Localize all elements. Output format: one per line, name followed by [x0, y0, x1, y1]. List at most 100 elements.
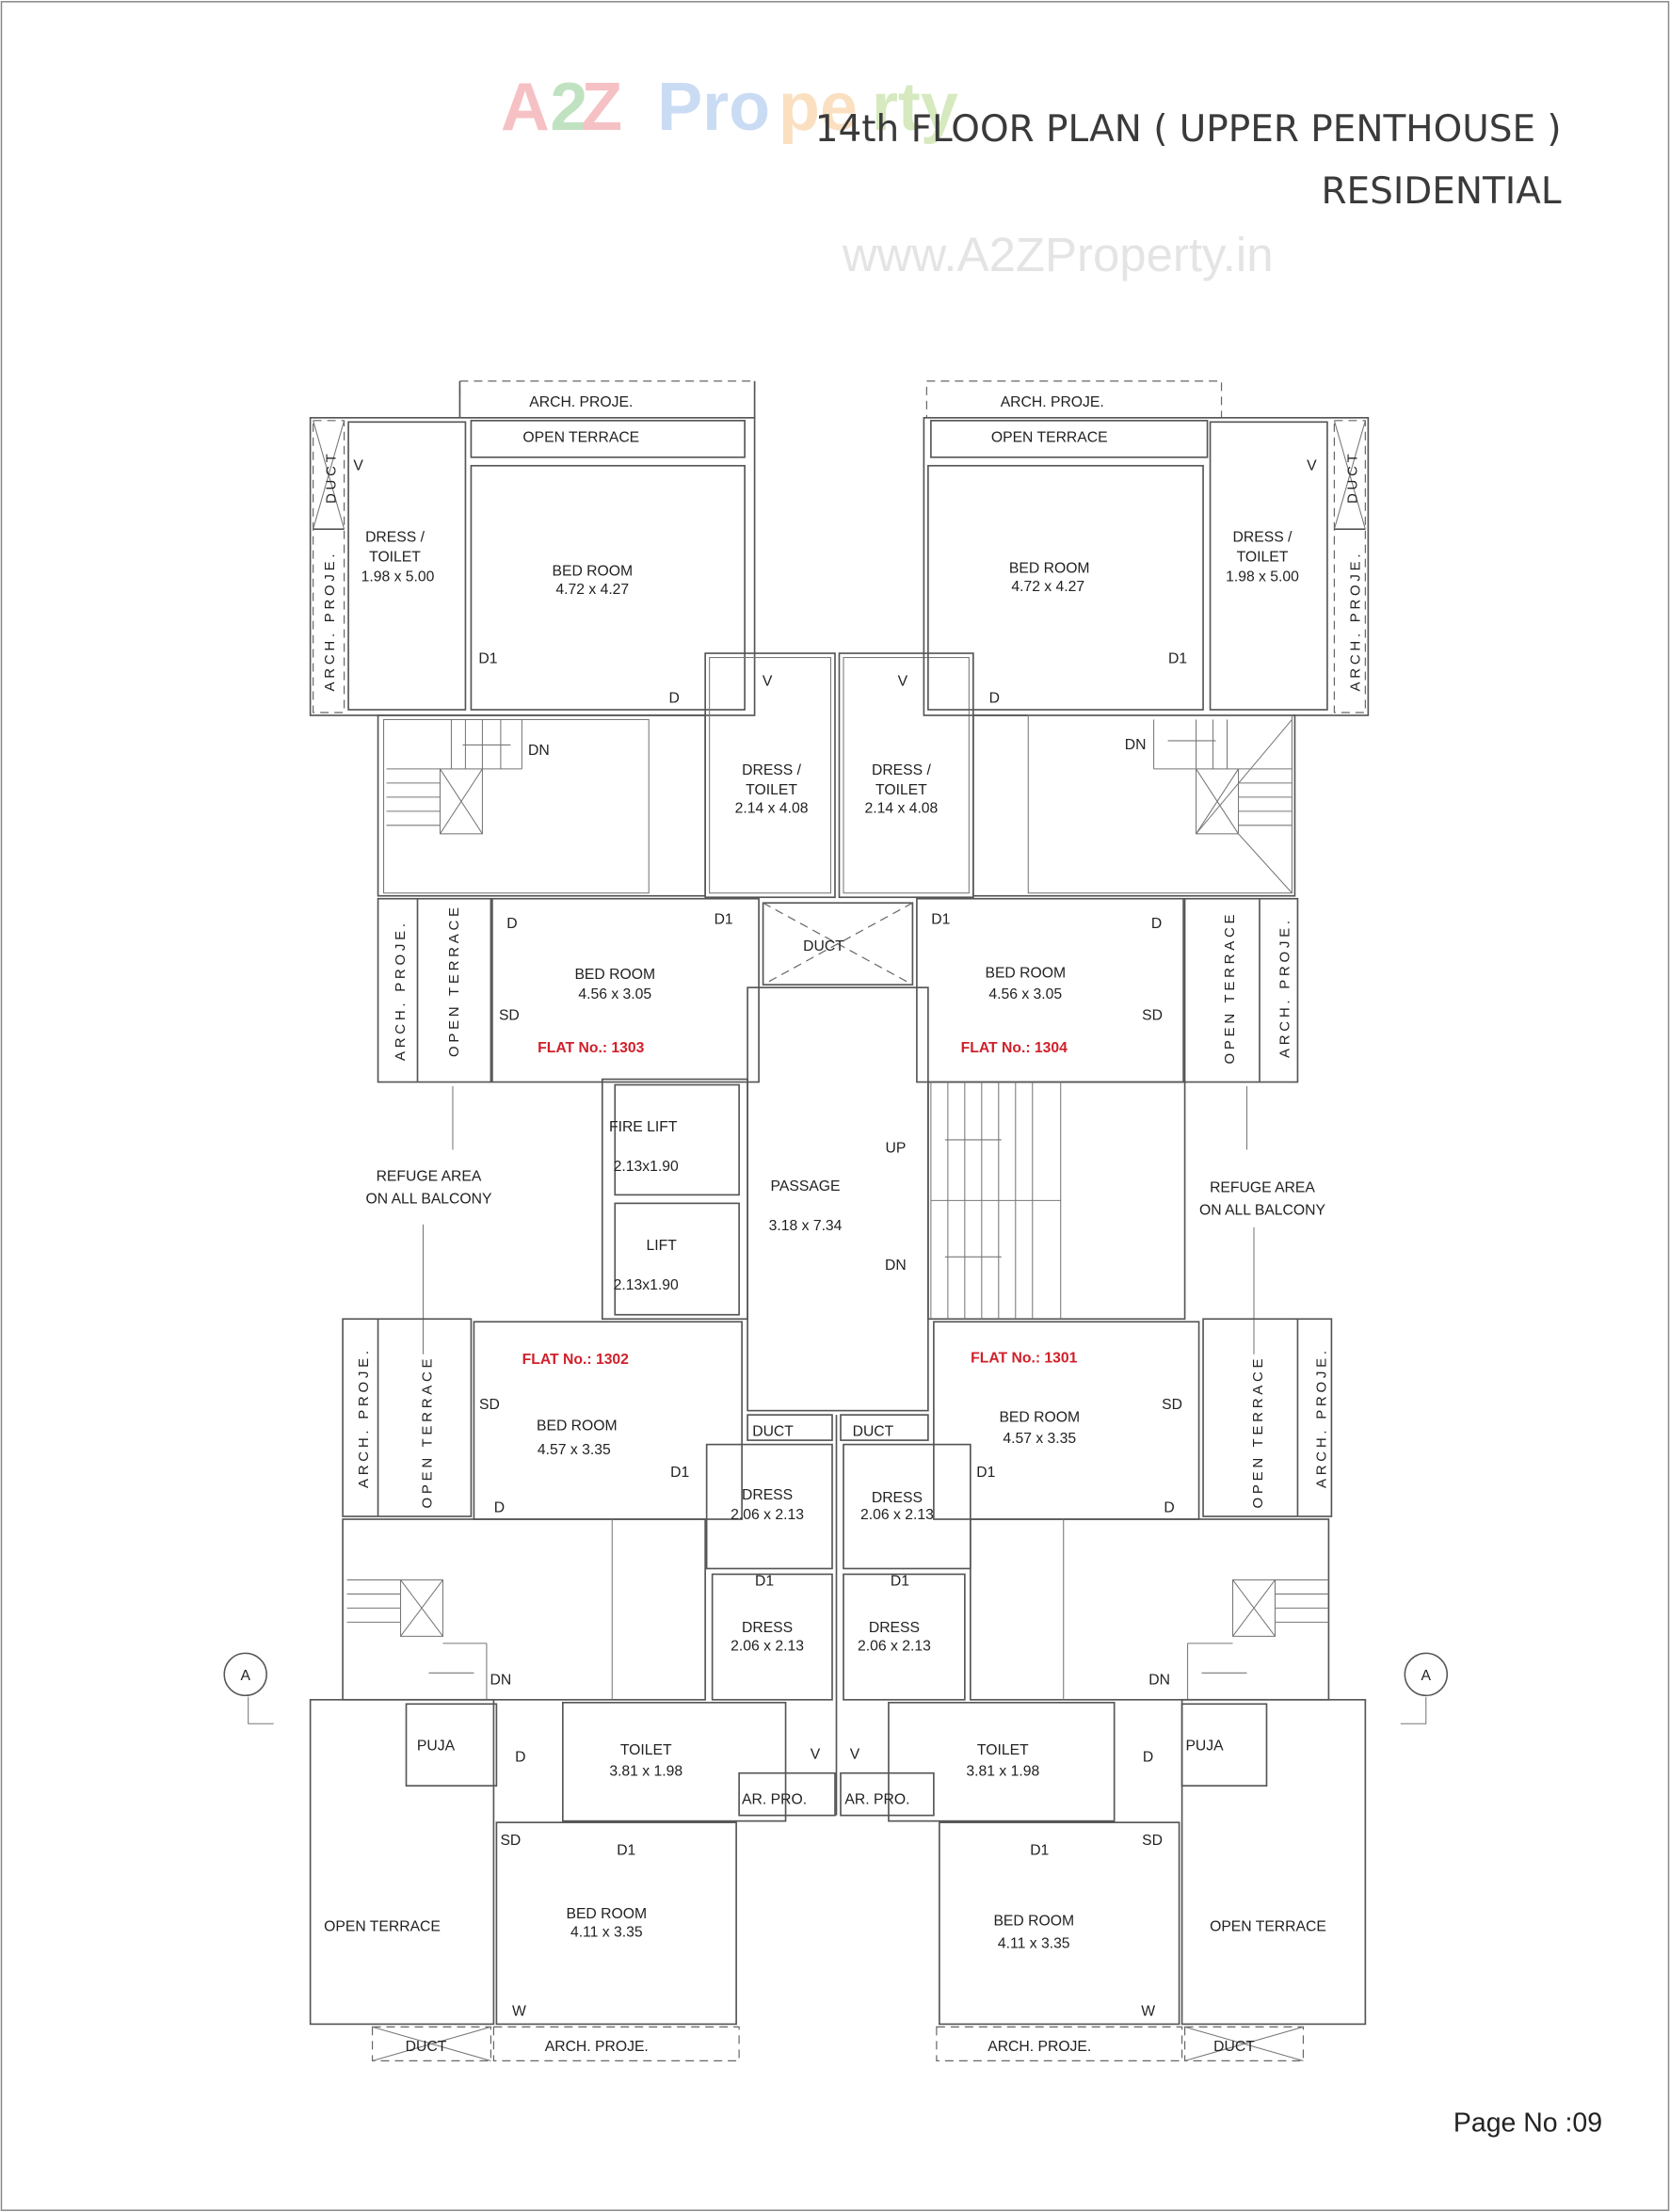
- flat-number-1304: FLAT No.: 1304: [961, 1040, 1068, 1056]
- plan-label: BED ROOM: [566, 1906, 647, 1922]
- plan-label: V: [1307, 457, 1317, 473]
- passage-label: PASSAGE: [771, 1178, 841, 1194]
- plan-label: OPEN TERRACE: [1222, 911, 1238, 1065]
- plan-label: ARCH. PROJE.: [1313, 1347, 1329, 1488]
- plan-label: BED ROOM: [1009, 561, 1090, 577]
- svg-text:rty: rty: [872, 70, 958, 145]
- plan-label: V: [811, 1747, 821, 1763]
- core: DUCT FIRE LIFT 2.13x1.90 LIFT 2.13x1.90 …: [366, 938, 1326, 1293]
- plan-label: 2.14 x 4.08: [735, 800, 809, 816]
- plan-title: 14th FLOOR PLAN ( UPPER PENTHOUSE ): [815, 108, 1562, 151]
- plan-label: TOILET: [875, 782, 927, 798]
- plan-label: D1: [755, 1573, 774, 1589]
- plan-label: V: [898, 674, 908, 690]
- plan-label: 2.06 x 2.13: [731, 1507, 804, 1523]
- plan-label: 1.98 x 5.00: [1226, 569, 1299, 585]
- room-name: BED ROOM: [552, 564, 633, 580]
- plan-label: DRESS: [742, 1620, 793, 1636]
- plan-label: ARCH. PROJE.: [988, 2039, 1091, 2055]
- plan-label: TOILET: [1237, 550, 1289, 566]
- plan-label: DUCT: [1344, 450, 1360, 504]
- plan-label: DUCT: [752, 1424, 794, 1440]
- plan-label: D1: [1168, 651, 1187, 667]
- plan-label: 4.56 x 3.05: [578, 986, 651, 1002]
- plan-label: ARCH. PROJE.: [545, 2039, 649, 2055]
- plan-label: D1: [976, 1465, 995, 1481]
- section-marker-right: A: [1404, 1652, 1449, 1697]
- plan-label: DRESS: [872, 1490, 923, 1506]
- plan-label: D1: [1030, 1843, 1049, 1859]
- plan-label: DUCT: [803, 938, 844, 954]
- plan-label: W: [1141, 2003, 1155, 2019]
- plan-label: DN: [1125, 737, 1147, 753]
- plan-label: 3.81 x 1.98: [609, 1764, 682, 1780]
- plan-label: DUCT: [406, 2039, 447, 2055]
- plan-label: ARCH. PROJE.: [1001, 394, 1104, 410]
- header: A 2 Z Pro pe rty 14th FLOOR PLAN ( UPPER…: [501, 70, 1562, 281]
- svg-text:Z: Z: [581, 70, 622, 145]
- plan-label: 2.06 x 2.13: [731, 1638, 804, 1654]
- plan-label: D1: [931, 912, 950, 928]
- plan-label: 4.57 x 3.35: [1003, 1431, 1076, 1447]
- plan-label: D: [1151, 916, 1162, 932]
- plan-label: 2.13x1.90: [614, 1159, 679, 1175]
- plan-label: ARCH. PROJE.: [1347, 551, 1363, 692]
- plan-label: V: [353, 457, 363, 473]
- plan-label: SD: [1142, 1833, 1163, 1849]
- plan-label: D: [669, 690, 680, 706]
- plan-label: DRESS: [742, 1487, 793, 1503]
- plan-label: 3.18 x 7.34: [769, 1218, 843, 1234]
- plan-label: DRESS /: [365, 530, 426, 546]
- plan-label: DN: [490, 1672, 512, 1688]
- plan-label: SD: [499, 1008, 520, 1024]
- flat-number-1301: FLAT No.: 1301: [971, 1351, 1078, 1367]
- plan-label: OPEN TERRACE: [1210, 1919, 1326, 1935]
- flat-1303: ARCH. PROJE. OPEN TERRACE DRESS / TOILET…: [322, 394, 809, 1061]
- plan-label: D: [494, 1500, 505, 1516]
- plan-label: PUJA: [1185, 1739, 1224, 1755]
- plan-label: PUJA: [417, 1739, 456, 1755]
- svg-text:Pro: Pro: [657, 70, 770, 145]
- plan-label: 4.11 x 3.35: [998, 1935, 1070, 1951]
- plan-label: SD: [500, 1833, 521, 1849]
- plan-label: AR. PRO.: [742, 1792, 807, 1808]
- plan-label: AR. PRO.: [844, 1792, 909, 1808]
- flat-number-1303: FLAT No.: 1303: [538, 1040, 645, 1056]
- plan-label: TOILET: [977, 1742, 1029, 1758]
- plan-label: SD: [1142, 1008, 1163, 1024]
- plan-label: TOILET: [620, 1742, 672, 1758]
- plan-label: D1: [670, 1465, 689, 1481]
- svg-text:A: A: [501, 70, 550, 145]
- plan-label: ARCH. PROJE.: [393, 920, 409, 1061]
- flat-1301: FLAT No.: 1301 SD BED ROOM 4.57 x 3.35 D…: [844, 1347, 1329, 2055]
- plan-label: A: [240, 1668, 250, 1684]
- plan-label: A: [1421, 1668, 1432, 1684]
- plan-label: DN: [1148, 1672, 1170, 1688]
- flat-number-1302: FLAT No.: 1302: [522, 1352, 630, 1368]
- plan-label: 4.72 x 4.27: [1011, 579, 1084, 595]
- plan-label: D1: [478, 651, 497, 667]
- plan-label: D1: [891, 1573, 909, 1589]
- plan-label: ARCH. PROJE.: [322, 551, 338, 692]
- section-marker-left: A: [223, 1652, 267, 1697]
- plan-label: REFUGE AREA: [1210, 1179, 1315, 1195]
- walls: [248, 380, 1427, 2061]
- plan-label: BED ROOM: [574, 967, 655, 983]
- plan-label: ARCH. PROJE.: [356, 1347, 372, 1488]
- svg-text:2: 2: [550, 70, 587, 145]
- plan-label: OPEN TERRACE: [419, 1355, 435, 1509]
- plan-label: TOILET: [369, 550, 421, 566]
- plan-label: OPEN TERRACE: [522, 429, 639, 445]
- plan-label: BED ROOM: [985, 966, 1066, 982]
- plan-label: ON ALL BALCONY: [1199, 1202, 1325, 1218]
- plan-label: DRESS /: [872, 762, 932, 778]
- plan-label: BED ROOM: [999, 1410, 1080, 1426]
- plan-label: 2.06 x 2.13: [860, 1507, 934, 1523]
- plan-label: D: [1143, 1750, 1153, 1766]
- plan-label: OPEN TERRACE: [446, 904, 462, 1057]
- flat-1302: FLAT No.: 1302 SD BED ROOM 4.57 x 3.35 D…: [324, 1347, 821, 2055]
- plan-label: D: [1164, 1500, 1174, 1516]
- plan-label: D1: [715, 912, 733, 928]
